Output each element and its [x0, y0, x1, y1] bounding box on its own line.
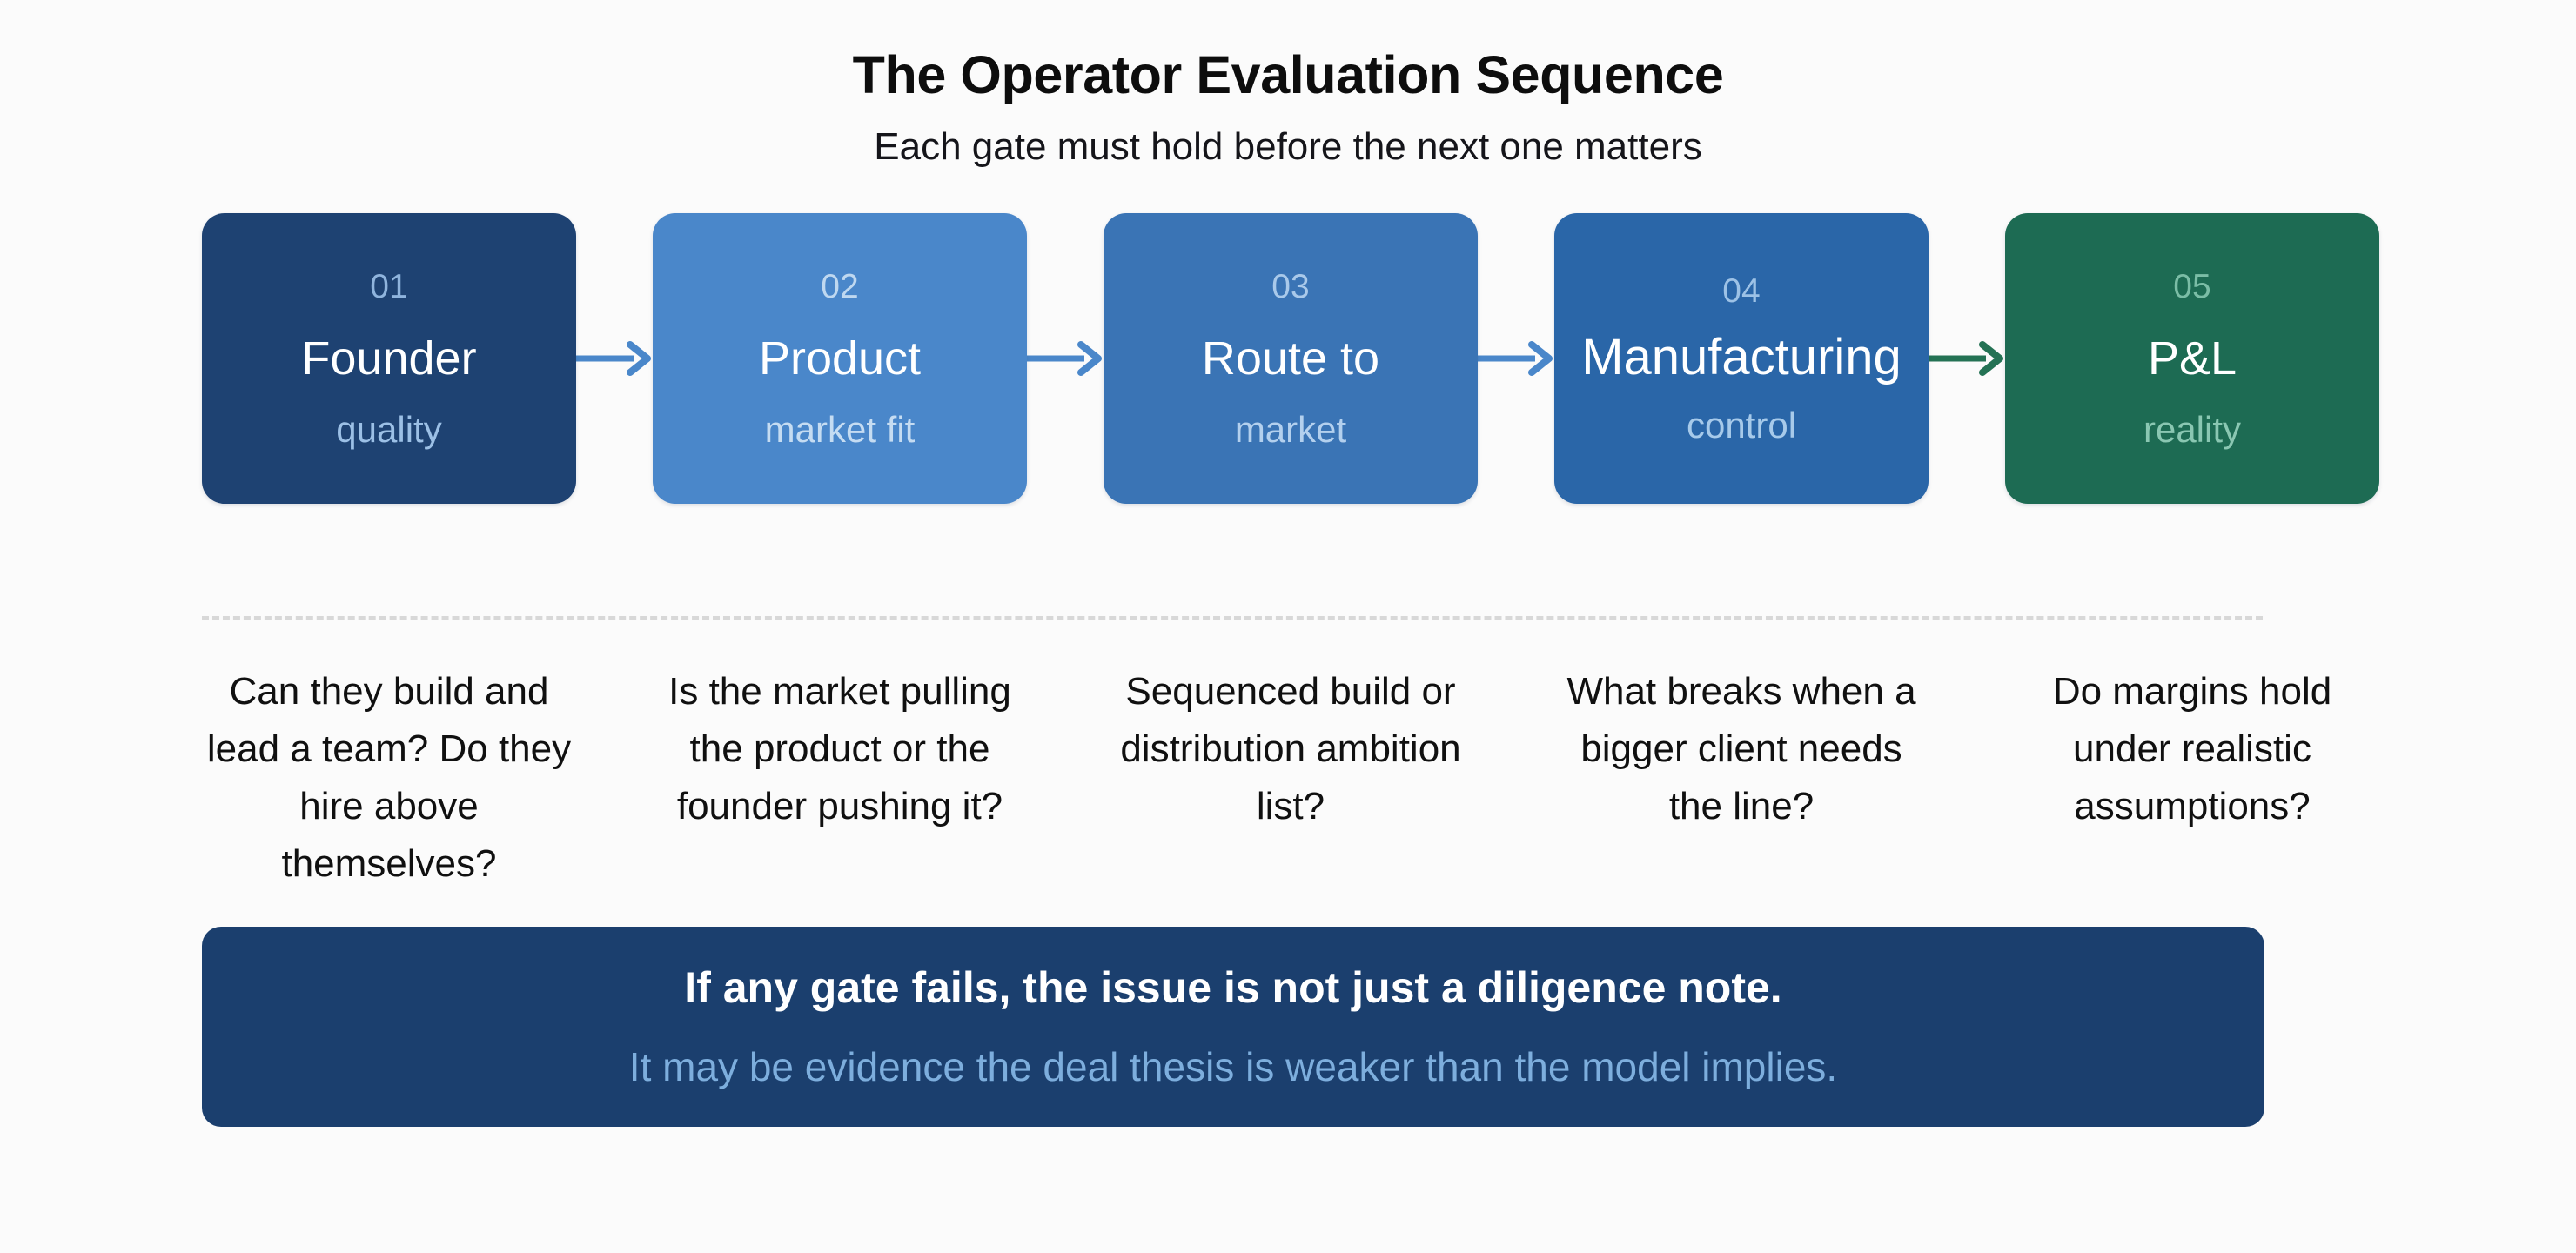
stage-title: Founder [301, 332, 477, 385]
stage-question-01: Can they build and lead a team? Do they … [206, 670, 572, 885]
banner-headline: If any gate fails, the issue is not just… [684, 963, 1782, 1013]
stage-subtitle: market [1234, 408, 1347, 450]
stage-question-04: What breaks when a bigger client needs t… [1566, 670, 1916, 828]
banner-subline: It may be evidence the deal thesis is we… [628, 1044, 1838, 1090]
stage-question-02: Is the market pulling the product or the… [668, 670, 1011, 828]
flow-arrow-icon [1929, 341, 2003, 376]
header: The Operator Evaluation Sequence Each ga… [0, 0, 2576, 170]
conclusion-banner: If any gate fails, the issue is not just… [202, 927, 2264, 1127]
stage-question-05: Do margins hold under realistic assumpti… [2052, 670, 2332, 828]
section-divider [202, 616, 2263, 620]
stage-title: Manufacturing [1581, 328, 1902, 385]
stage-number: 04 [1722, 271, 1761, 310]
question-row: Can they build and lead a team? Do they … [202, 663, 2374, 893]
stage-subtitle: reality [2143, 408, 2242, 450]
flow-arrow-icon [1027, 341, 1102, 376]
page-title: The Operator Evaluation Sequence [852, 45, 1724, 104]
stage-title: Product [758, 332, 922, 385]
stage-title: Route to [1201, 332, 1380, 385]
stage-subtitle: control [1686, 404, 1797, 446]
stage-question-03: Sequenced build or distribution ambition… [1120, 670, 1461, 828]
stage-number: 03 [1271, 267, 1310, 305]
stage-number: 05 [2173, 267, 2211, 305]
flow-arrow-icon [1478, 341, 1553, 376]
page-subtitle: Each gate must hold before the next one … [874, 125, 1702, 169]
stage-title: P&L [2147, 332, 2237, 385]
stage-subtitle: quality [336, 408, 442, 450]
stage-number: 01 [370, 267, 408, 305]
stage-subtitle: market fit [764, 408, 916, 450]
flow-arrow-icon [576, 341, 651, 376]
stage-number: 02 [821, 267, 859, 305]
